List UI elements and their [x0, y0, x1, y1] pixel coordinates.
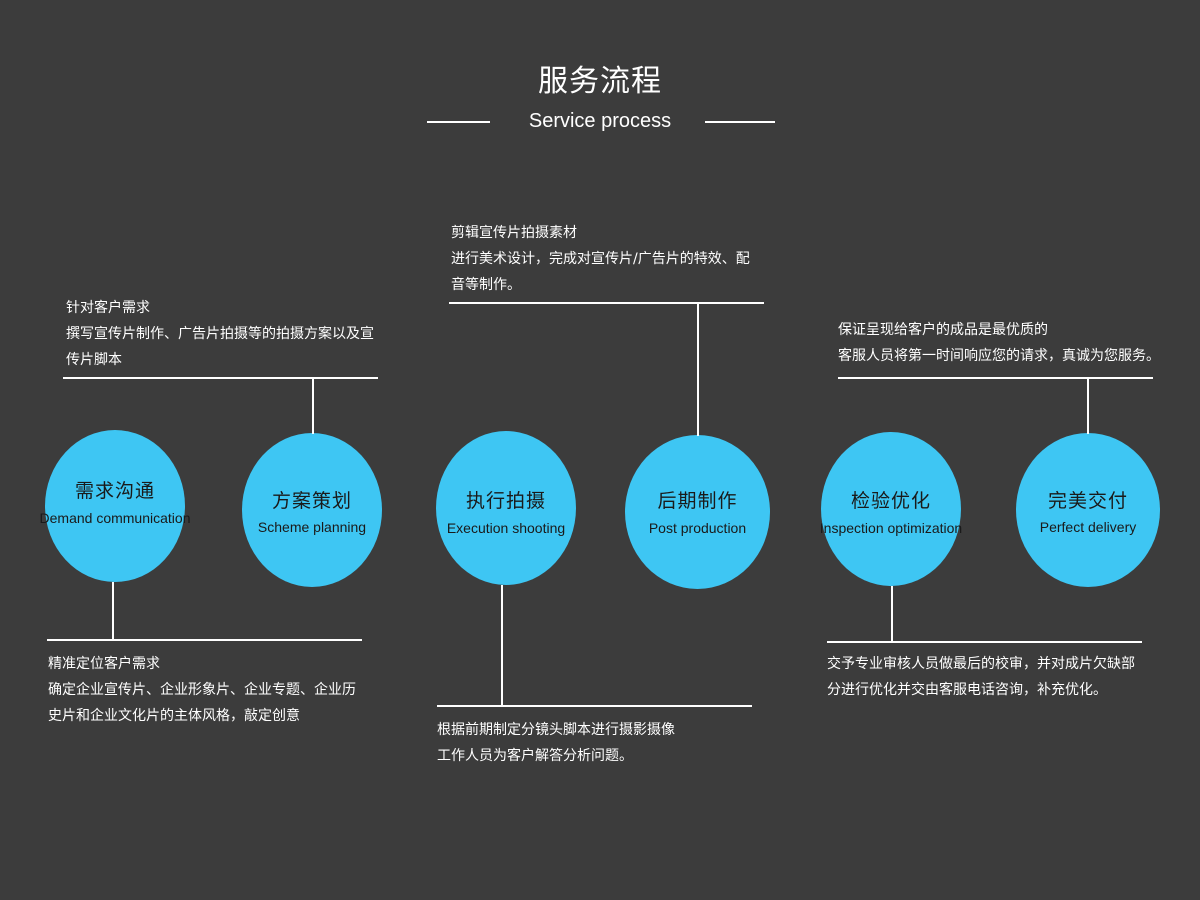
description-line: 精准定位客户需求 [48, 656, 160, 672]
step-title-en: Perfect delivery [1039, 519, 1137, 535]
description-line: 分进行优化并交由客服电话咨询，补充优化。 [827, 682, 1107, 698]
description-line: 史片和企业文化片的主体风格，敲定创意 [48, 708, 300, 724]
step-circle-scheme-planning: 方案策划 Scheme planning [242, 433, 382, 587]
rule-demand [47, 639, 362, 641]
rule-shooting [437, 705, 752, 707]
step-title-cn: 需求沟通 [74, 480, 155, 502]
description-line: 客服人员将第一时间响应您的请求，真诚为您服务。 [838, 348, 1160, 364]
step-title-cn: 执行拍摄 [465, 490, 546, 512]
description-post: 剪辑宣传片拍摄素材 进行美术设计，完成对宣传片/广告片的特效、配 音等制作。 [451, 220, 750, 298]
step-title-en: Post production [648, 520, 747, 536]
step-circle-inspection-optimization: 检验优化 Inspection optimization [820, 432, 962, 586]
step-title-cn: 完美交付 [1047, 490, 1128, 512]
step-title-cn: 检验优化 [850, 490, 931, 512]
page-subtitle: Service process [528, 110, 672, 132]
connector-inspection [891, 586, 893, 642]
description-line: 剪辑宣传片拍摄素材 [451, 225, 577, 241]
rule-inspection [827, 641, 1142, 643]
connector-post [697, 303, 699, 436]
rule-post [449, 302, 764, 304]
step-title-cn: 后期制作 [657, 490, 738, 512]
description-line: 传片脚本 [66, 352, 122, 368]
connector-delivery [1087, 378, 1089, 434]
step-title-en: Scheme planning [257, 519, 367, 535]
description-line: 确定企业宣传片、企业形象片、企业专题、企业历 [48, 682, 356, 698]
step-circle-perfect-delivery: 完美交付 Perfect delivery [1016, 433, 1160, 587]
description-delivery: 保证呈现给客户的成品是最优质的 客服人员将第一时间响应您的请求，真诚为您服务。 [838, 317, 1160, 369]
description-demand: 精准定位客户需求 确定企业宣传片、企业形象片、企业专题、企业历 史片和企业文化片… [48, 651, 356, 729]
step-circle-post-production: 后期制作 Post production [625, 435, 770, 589]
rule-delivery [838, 377, 1153, 379]
rule-scheme [63, 377, 378, 379]
description-line: 音等制作。 [451, 277, 521, 293]
connector-demand [112, 582, 114, 640]
description-line: 工作人员为客户解答分析问题。 [437, 748, 633, 764]
step-title-en: Inspection optimization [819, 520, 963, 536]
description-shooting: 根据前期制定分镜头脚本进行摄影摄像 工作人员为客户解答分析问题。 [437, 717, 675, 769]
description-line: 保证呈现给客户的成品是最优质的 [838, 322, 1048, 338]
step-title-en: Execution shooting [446, 520, 566, 536]
step-title-cn: 方案策划 [271, 490, 352, 512]
step-circle-demand-communication: 需求沟通 Demand communication [40, 430, 190, 582]
step-circle-execution-shooting: 执行拍摄 Execution shooting [436, 431, 576, 585]
description-scheme: 针对客户需求 撰写宣传片制作、广告片拍摄等的拍摄方案以及宣 传片脚本 [66, 295, 374, 373]
description-line: 进行美术设计，完成对宣传片/广告片的特效、配 [451, 251, 750, 267]
description-line: 交予专业审核人员做最后的校审，并对成片欠缺部 [827, 656, 1135, 672]
description-line: 撰写宣传片制作、广告片拍摄等的拍摄方案以及宣 [66, 326, 374, 342]
description-line: 根据前期制定分镜头脚本进行摄影摄像 [437, 722, 675, 738]
connector-scheme [312, 378, 314, 434]
subtitle-rule-left [427, 121, 490, 123]
page-title: 服务流程 [538, 64, 662, 99]
description-line: 针对客户需求 [66, 300, 150, 316]
step-title-en: Demand communication [39, 510, 191, 526]
description-inspection: 交予专业审核人员做最后的校审，并对成片欠缺部 分进行优化并交由客服电话咨询，补充… [827, 651, 1135, 703]
connector-shooting [501, 585, 503, 706]
subtitle-rule-right [705, 121, 775, 123]
